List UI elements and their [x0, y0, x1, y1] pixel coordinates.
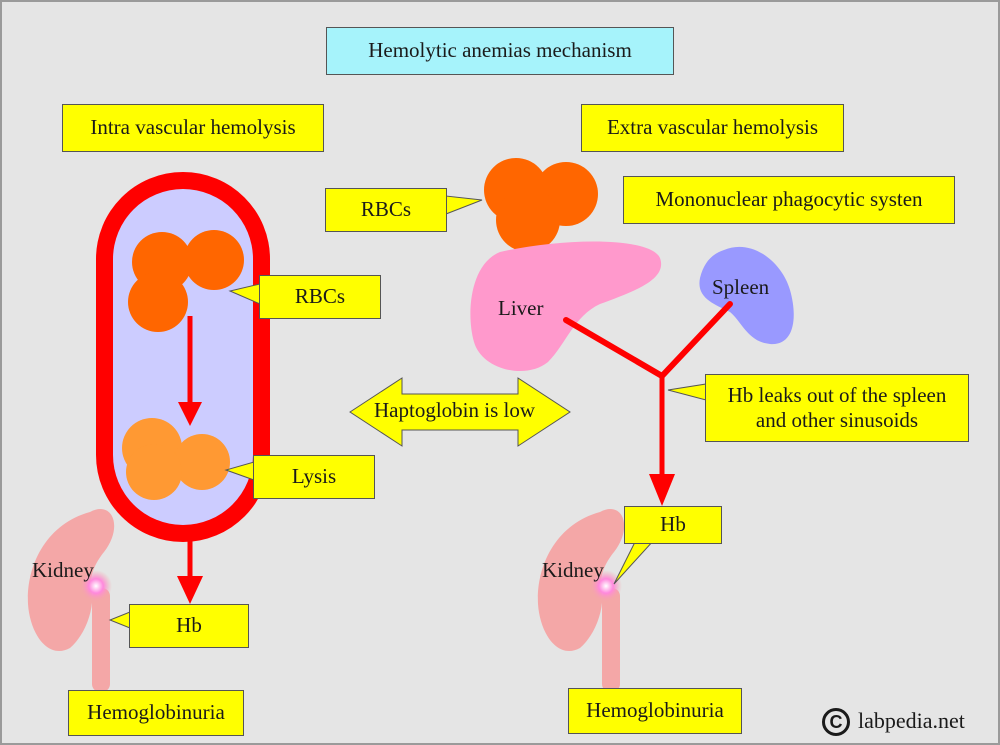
- haptoglobin-double-arrow: [349, 377, 571, 447]
- renal-pelvis-right: [590, 570, 622, 602]
- rbcs-callout-right: RBCs: [325, 188, 447, 232]
- lysis-callout: Lysis: [253, 455, 375, 499]
- diagram-title: Hemolytic anemias mechanism: [326, 27, 674, 75]
- copyright-icon: C: [822, 708, 850, 736]
- hb-leak-note-line2: and other sinusoids: [755, 408, 919, 432]
- extravascular-heading: Extra vascular hemolysis: [581, 104, 844, 152]
- callout-tail-hb-right: [613, 539, 656, 585]
- hemoglobinuria-right: Hemoglobinuria: [568, 688, 742, 734]
- hb-callout-right: Hb: [624, 506, 722, 544]
- renal-pelvis-left: [80, 570, 112, 602]
- ureter-right: [602, 588, 620, 692]
- callout-tail-rbcs-right: [445, 195, 483, 215]
- callout-tail-leak-note: [667, 383, 707, 401]
- liver-shape: [470, 241, 662, 372]
- lysis-arrow: [178, 316, 202, 426]
- intravascular-heading: Intra vascular hemolysis: [62, 104, 324, 152]
- haptoglobin-label: Haptoglobin is low: [374, 398, 535, 422]
- hemoglobinuria-left: Hemoglobinuria: [68, 690, 244, 736]
- hb-leak-note-line1: Hb leaks out of the spleen: [727, 382, 947, 407]
- liver-label: Liver: [498, 296, 544, 320]
- mononuclear-phagocytic-system-label: Mononuclear phagocytic systen: [623, 176, 955, 224]
- rbc-cluster-extravascular: [484, 158, 598, 252]
- rbc-cluster-intravascular: [128, 230, 244, 332]
- spleen-label: Spleen: [712, 275, 770, 299]
- hb-arrow-left: [177, 540, 203, 604]
- rbcs-callout-left: RBCs: [259, 275, 381, 319]
- hb-leak-note: Hb leaks out of the spleen and other sin…: [705, 374, 969, 442]
- ureter-left: [92, 588, 110, 692]
- kidney-left: [27, 508, 115, 692]
- kidney-label-left: Kidney: [32, 558, 94, 582]
- kidney-right: [537, 508, 625, 692]
- hb-callout-left: Hb: [129, 604, 249, 648]
- sinusoid-vessels: [563, 301, 733, 506]
- callout-tail-hb-left: [108, 611, 131, 629]
- kidney-label-right: Kidney: [542, 558, 604, 582]
- lysed-rbc-cluster: [122, 418, 230, 500]
- watermark-text: labpedia.net: [858, 708, 965, 733]
- spleen-shape: [699, 246, 794, 345]
